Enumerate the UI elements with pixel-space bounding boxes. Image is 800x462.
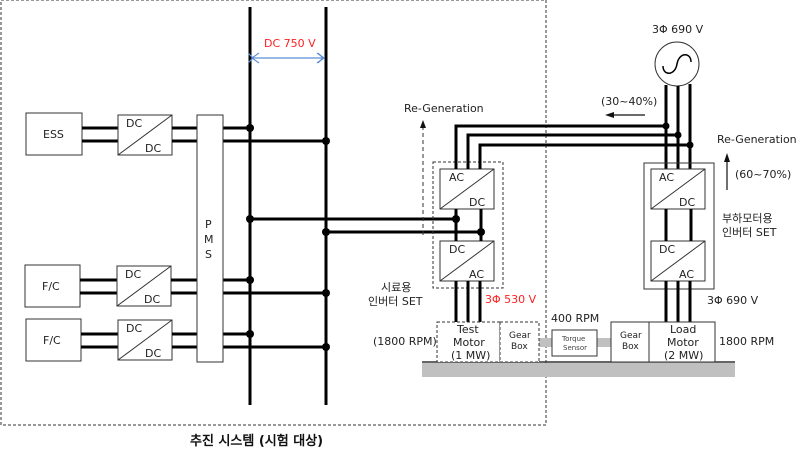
- ess-label: ESS: [43, 128, 64, 141]
- propulsion-system-boundary: [1, 0, 546, 195]
- converter-bottom-label: DC: [679, 196, 695, 209]
- flow-left-arrow-icon: [605, 112, 614, 118]
- test-motor-label-1: Test: [456, 323, 479, 336]
- load-output-voltage: 3Φ 690 V: [707, 294, 759, 307]
- test-bench-base: [422, 363, 735, 377]
- gear-box-right: [610, 321, 650, 363]
- pms-letter-m: M: [204, 233, 214, 246]
- converter-bottom-label: DC: [469, 196, 485, 209]
- dc-bus-voltage-label: DC 750 V: [264, 37, 316, 50]
- grid-regen-label: Re-Generation: [717, 133, 797, 146]
- regen-up-arrow-icon: [724, 153, 730, 162]
- converter-top-label: DC: [126, 117, 142, 130]
- torque-sensor: [551, 329, 598, 357]
- pms-box: [196, 114, 224, 363]
- grid-voltage-label: 3Φ 690 V: [652, 23, 704, 36]
- pms-letter-p: P: [205, 218, 212, 231]
- test-target-boundary: [1, 1, 146, 195]
- fc2-label: F/C: [43, 334, 61, 347]
- grid-flow-percent: (30~40%): [601, 95, 657, 108]
- fc1-box: [24, 264, 81, 308]
- ess-box: [25, 112, 83, 156]
- torque-sensor-label-2: Sensor: [563, 344, 587, 352]
- gear-box-left-label-2: Box: [511, 342, 528, 352]
- converter-bottom-label: AC: [679, 268, 694, 281]
- gear-box-left: [499, 321, 540, 363]
- shaft-left: [539, 338, 553, 347]
- test-output-voltage: 3Φ 530 V: [485, 293, 537, 306]
- grid-regen-percent: (60~70%): [735, 168, 791, 181]
- propulsion-boundary-dashed: [0, 0, 547, 426]
- pms-letter-s: S: [205, 248, 212, 261]
- load-inverter-label-1: 부하모터용: [722, 211, 773, 225]
- torque-sensor-rpm: 400 RPM: [551, 312, 599, 325]
- converter-top-label: AC: [449, 171, 464, 184]
- fc2-box: [25, 318, 82, 362]
- torque-sensor-label-1: Torque: [561, 335, 585, 343]
- gear-box-right-label-1: Gear: [620, 331, 642, 341]
- gear-box-right-label-2: Box: [622, 342, 639, 352]
- diagram-title: 추진 시스템 (시험 대상): [190, 433, 323, 449]
- converter-top-label: DC: [126, 322, 142, 335]
- shaft-right: [596, 338, 611, 347]
- load-motor-label-3: (2 MW): [664, 349, 703, 362]
- load-motor-label-2: Motor: [667, 336, 699, 349]
- test-motor-rpm: (1800 RPM): [373, 335, 437, 348]
- regen-up-arrow-icon: [420, 120, 426, 128]
- converter-bottom-label: DC: [144, 293, 160, 306]
- converter-top-label: DC: [449, 243, 465, 256]
- converter-top-label: DC: [659, 243, 675, 256]
- test-inverter-label-1: 시료용: [381, 281, 411, 294]
- gear-box-left-label-1: Gear: [509, 331, 531, 341]
- test-motor: [436, 321, 501, 363]
- load-motor: [648, 321, 716, 363]
- test-motor-label-3: (1 MW): [451, 349, 490, 362]
- converter-bottom-label: DC: [145, 347, 161, 360]
- test-inverter-label-2: 인버터 SET: [368, 295, 423, 308]
- load-inverter-label-2: 인버터 SET: [722, 226, 777, 239]
- converter-top-label: DC: [125, 268, 141, 281]
- test-motor-label-2: Motor: [453, 336, 485, 349]
- load-motor-label-1: Load: [670, 323, 696, 336]
- converter-bottom-label: DC: [145, 142, 161, 155]
- converter-bottom-label: AC: [469, 268, 484, 281]
- fc1-label: F/C: [42, 280, 60, 293]
- converter-top-label: AC: [659, 171, 674, 184]
- load-motor-rpm: 1800 RPM: [719, 335, 774, 348]
- test-regen-label: Re-Generation: [404, 102, 484, 115]
